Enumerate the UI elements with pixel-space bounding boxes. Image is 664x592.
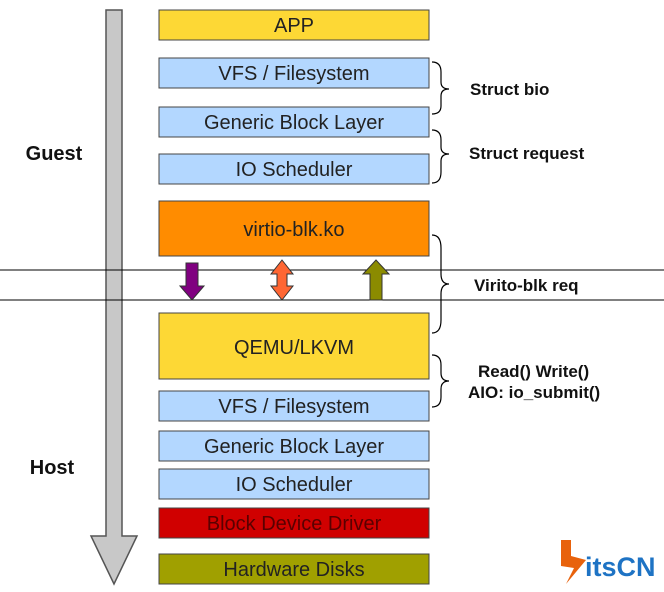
layer-block-guest: Generic Block Layer <box>158 106 430 138</box>
layer-box <box>158 57 430 89</box>
layer-label: IO Scheduler <box>236 159 353 181</box>
logo-text: itsCN <box>585 552 656 582</box>
layer-box <box>158 507 430 539</box>
layer-box <box>158 200 430 257</box>
layer-app: APP <box>158 9 430 41</box>
layer-label: virtio-blk.ko <box>243 219 344 241</box>
layer-vfs-guest: VFS / Filesystem <box>158 57 430 89</box>
layer-box <box>158 9 430 41</box>
layer-qemu: QEMU/LKVM <box>158 312 430 380</box>
virtio-bidirectional-arrow <box>269 259 295 301</box>
layer-vfs-host: VFS / Filesystem <box>158 390 430 422</box>
layer-label: APP <box>274 15 314 37</box>
virtio-up-arrow <box>361 259 391 301</box>
bitscn-logo: itsCN <box>561 540 656 584</box>
annotation-virtio-req: Virito-blk req <box>474 276 579 295</box>
layer-box <box>158 390 430 422</box>
brace-read-write <box>431 354 450 408</box>
layer-label: Generic Block Layer <box>204 436 384 458</box>
main-flow-arrow <box>89 9 139 586</box>
brace-virtio-req <box>431 234 450 334</box>
brace-struct-bio <box>431 61 450 115</box>
layer-box <box>158 468 430 500</box>
annotation-read-write: Read() Write() <box>478 362 589 381</box>
host-label: Host <box>30 457 75 479</box>
brace-struct-request <box>431 129 450 184</box>
layer-label: IO Scheduler <box>236 474 353 496</box>
layer-sched-host: IO Scheduler <box>158 468 430 500</box>
layer-label: Hardware Disks <box>223 559 364 581</box>
logo-mark-icon <box>561 540 586 584</box>
annotation-aio-submit: AIO: io_submit() <box>468 383 600 402</box>
layer-box <box>158 153 430 185</box>
layer-driver: Block Device Driver <box>158 507 430 539</box>
virtio-down-arrow <box>178 262 206 301</box>
layer-box <box>158 430 430 462</box>
layer-box <box>158 106 430 138</box>
guest-label: Guest <box>26 143 83 165</box>
layer-sched-guest: IO Scheduler <box>158 153 430 185</box>
layer-block-host: Generic Block Layer <box>158 430 430 462</box>
layer-label: Block Device Driver <box>207 513 382 535</box>
layer-label: VFS / Filesystem <box>218 63 369 85</box>
layer-label: Generic Block Layer <box>204 112 384 134</box>
layer-virtio: virtio-blk.ko <box>158 200 430 257</box>
layer-box <box>158 553 430 585</box>
layer-label: VFS / Filesystem <box>218 396 369 418</box>
layer-disks: Hardware Disks <box>158 553 430 585</box>
layer-label: QEMU/LKVM <box>234 337 354 359</box>
annotation-struct-bio: Struct bio <box>470 80 549 99</box>
layer-box <box>158 312 430 380</box>
annotation-struct-request: Struct request <box>469 144 585 163</box>
